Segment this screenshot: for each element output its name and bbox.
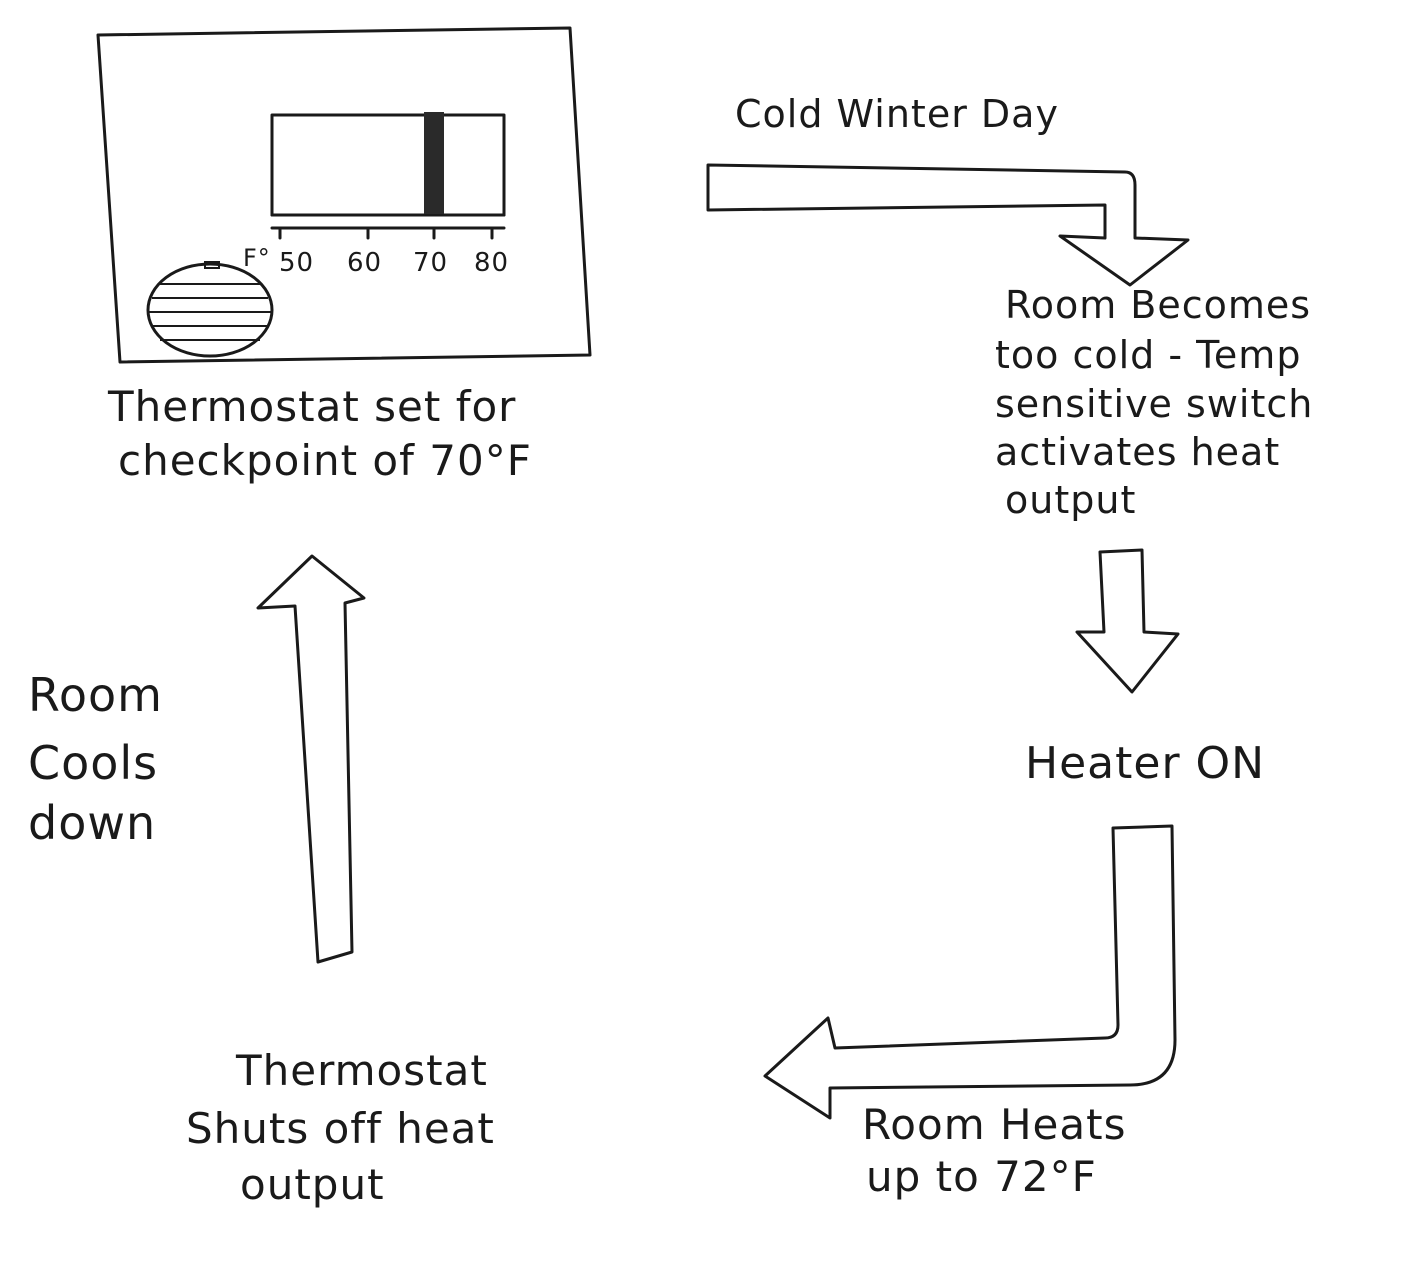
thermostat-caption-line2: checkpoint of 70°F	[118, 436, 532, 485]
shutoff-line1: Thermostat	[236, 1046, 488, 1095]
room-heats-line1: Room Heats	[862, 1100, 1127, 1149]
room-cools-line2: Cools	[28, 736, 159, 790]
room-cools-line3: down	[28, 796, 157, 850]
thermostat-dial	[146, 261, 274, 358]
arrow-to-heater	[1075, 548, 1180, 694]
shutoff-line2: Shuts off heat	[186, 1104, 495, 1153]
arrow-cools-up	[256, 554, 366, 964]
shutoff-line3: output	[240, 1160, 385, 1209]
arrow-heater-to-heats	[763, 824, 1177, 1120]
thermostat-frame	[96, 26, 592, 364]
room-cools-line1: Room	[28, 668, 163, 722]
room-cold-line5: output	[1005, 478, 1137, 522]
thermostat-drawing	[96, 26, 592, 364]
scale-tick-60: 60	[347, 248, 383, 278]
thermostat-scale	[278, 226, 494, 240]
heater-on-label: Heater ON	[1025, 738, 1266, 789]
thermostat-caption-line1: Thermostat set for	[108, 382, 517, 431]
room-cold-line2: too cold - Temp	[995, 333, 1302, 377]
scale-tick-80: 80	[474, 248, 510, 278]
scale-unit-label: F°	[243, 244, 271, 272]
thermostat-setpoint-indicator	[424, 112, 444, 214]
room-cold-line1: Room Becomes	[1005, 283, 1312, 327]
room-heats-line2: up to 72°F	[866, 1152, 1097, 1201]
room-cold-line4: activates heat	[995, 430, 1281, 474]
arrow-cold-day	[706, 163, 1190, 287]
room-cold-line3: sensitive switch	[995, 382, 1314, 426]
cold-winter-day-label: Cold Winter Day	[735, 92, 1059, 136]
scale-tick-70: 70	[413, 248, 449, 278]
thermostat-display	[270, 113, 506, 217]
scale-tick-50: 50	[279, 248, 315, 278]
